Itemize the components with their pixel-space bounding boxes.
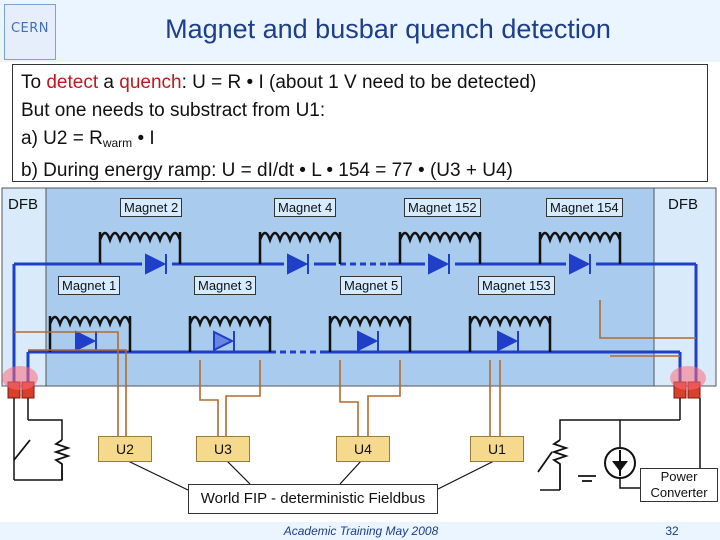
label-magnet-153: Magnet 153 <box>478 276 555 295</box>
logo-text: CERN <box>10 21 50 36</box>
label-magnet-152: Magnet 152 <box>404 198 481 217</box>
intro-textbox: To detect a quench: U = R • I (about 1 V… <box>12 64 708 182</box>
switch-resistor-right <box>537 439 596 490</box>
header-bar: CERN Magnet and busbar quench detection <box>0 0 720 62</box>
label-magnet-2: Magnet 2 <box>120 198 183 217</box>
highlight-detect: detect <box>46 72 99 93</box>
diode-magnet-4 <box>287 253 309 275</box>
diode-magnet-5 <box>357 330 379 352</box>
voltage-taps <box>14 300 696 436</box>
label-magnet-4: Magnet 4 <box>274 198 337 217</box>
label-magnet-5: Magnet 5 <box>340 276 403 295</box>
diode-magnet-1 <box>75 330 97 352</box>
dfb-right-label: DFB <box>668 196 698 213</box>
voltage-box-u1: U1 <box>470 436 524 462</box>
diodes-bottom <box>75 330 519 352</box>
coil-magnet-1 <box>48 315 132 352</box>
coil-magnet-5 <box>328 315 412 352</box>
intro-line-1: To detect a quench: U = R • I (about 1 V… <box>21 72 537 93</box>
dfb-left-box <box>1 187 47 387</box>
power-converter-line-2: Converter <box>650 485 708 500</box>
coil-magnet-2 <box>98 231 182 264</box>
coil-magnet-153 <box>468 315 552 352</box>
highlight-quench: quench <box>119 72 182 93</box>
coil-magnet-152 <box>398 231 482 264</box>
intro-line-3: a) U2 = Rwarm • I <box>21 128 155 150</box>
footer-text: Academic Training May 2008 <box>283 524 439 538</box>
coil-magnet-3 <box>188 315 272 352</box>
label-magnet-154: Magnet 154 <box>546 198 623 217</box>
label-magnet-1: Magnet 1 <box>58 276 121 295</box>
switch-resistor-left <box>13 439 71 480</box>
coils-top <box>98 231 622 264</box>
subscript-warm: warm <box>102 136 133 150</box>
power-source-symbol <box>604 447 636 479</box>
coil-magnet-154 <box>538 231 622 264</box>
page-title: Magnet and busbar quench detection <box>165 14 611 44</box>
footer-bar <box>0 522 720 540</box>
coils-bottom <box>48 315 552 352</box>
dfb-left-label: DFB <box>8 196 38 213</box>
page-number: 32 <box>665 524 679 538</box>
coil-magnet-4 <box>258 231 342 264</box>
fieldbus-links <box>125 459 497 491</box>
busbar-top <box>100 262 698 382</box>
voltage-box-u3: U3 <box>196 436 250 462</box>
diode-magnet-153 <box>497 330 519 352</box>
intro-line-2: But one needs to substract from U1: <box>21 100 326 121</box>
diode-magnet-2 <box>145 253 167 275</box>
diode-magnet-154 <box>569 253 591 275</box>
diode-magnet-3 <box>213 330 235 352</box>
diode-magnet-152 <box>428 253 450 275</box>
voltage-box-u2: U2 <box>98 436 152 462</box>
power-converter-box: Power Converter <box>640 468 718 502</box>
label-magnet-3: Magnet 3 <box>194 276 257 295</box>
diodes-top <box>145 253 591 275</box>
lead-glow <box>2 366 706 390</box>
cern-logo: CERN <box>4 4 56 60</box>
fieldbus-box: World FIP - deterministic Fieldbus <box>188 484 438 514</box>
intro-line-4: b) During energy ramp: U = dI/dt • L • 1… <box>21 160 513 181</box>
voltage-box-u4: U4 <box>336 436 390 462</box>
power-converter-line-1: Power <box>660 469 698 484</box>
